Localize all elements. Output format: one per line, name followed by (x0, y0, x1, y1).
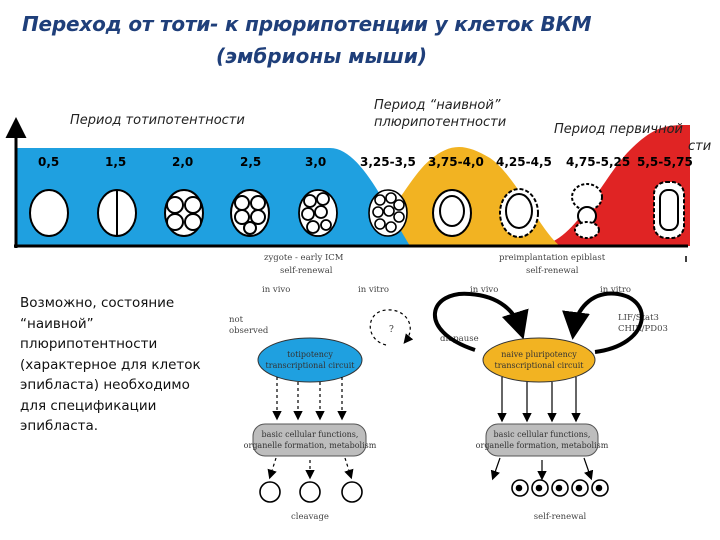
band-primed (535, 125, 690, 246)
left-in-vivo-label: in vivo (262, 285, 290, 295)
stage-label: 2,0 (172, 155, 193, 169)
embryo-zygote (29, 189, 69, 237)
self-renewal-cells (511, 479, 609, 497)
right-in-vitro-label: in vitro (600, 285, 631, 295)
self-renewal-right: self-renewal (526, 266, 579, 276)
basic-functions-box-left (252, 423, 367, 457)
cleavage-cells (259, 481, 363, 503)
embryo-egg-cylinder (653, 181, 685, 239)
not-observed-label-1: not (229, 315, 244, 325)
naive-pluripotency-circuit (482, 337, 596, 383)
period-primed-label-2: сти (688, 139, 712, 154)
basic-functions-box-right (485, 423, 599, 457)
embryo-implanting (571, 183, 603, 239)
basic-functions-right-2: organelle formation, metabolism (476, 441, 609, 450)
right-in-vivo-label: in vivo (470, 285, 498, 295)
self-renewal-left: self-renewal (280, 266, 333, 276)
stage-label: 5,5-5,75 (637, 155, 693, 169)
lif-stat3-label: LIF/Stat3 (618, 313, 659, 323)
period-primed-label-1: Период первичной (554, 122, 683, 137)
stage-label: 3,25-3,5 (360, 155, 416, 169)
totipotency-circuit-label-1: totipotency (287, 350, 333, 359)
left-scheme: in vivo in vitro not observed ? totipote… (229, 285, 414, 522)
explanatory-note: Возможно, состояние “наивной” плюрипотен… (20, 295, 201, 434)
totipotency-circuit (257, 337, 363, 383)
naive-circuit-label-1: naive pluripotency (501, 350, 577, 359)
slide-title-line1: Переход от тоти- к прюрипотенции у клето… (22, 12, 592, 36)
right-scheme: in vivo in vitro diapause LIF/Stat3 CHIR… (432, 285, 668, 522)
left-in-vitro-label: in vitro (358, 285, 389, 295)
basic-functions-left-2: organelle formation, metabolism (244, 441, 377, 450)
embryo-blastocyst (499, 188, 539, 238)
not-observed-label-2: observed (229, 326, 269, 336)
embryo-four-cell (164, 189, 204, 237)
stage-label: 0,5 (38, 155, 59, 169)
question-mark: ? (389, 325, 394, 335)
stage-range-right: preimplantation epiblast (499, 253, 606, 263)
period-naive-label-1: Период “наивной” (374, 98, 501, 113)
cleavage-label: cleavage (291, 512, 329, 522)
stage-label: 4,25-4,5 (496, 155, 552, 169)
embryo-eight-cell (230, 189, 270, 237)
embryo-compacted-morula (368, 189, 408, 237)
embryo-morula (298, 189, 338, 237)
embryo-early-blastocyst (432, 189, 472, 237)
stage-label: 3,0 (305, 155, 326, 169)
embryo-two-cell (97, 189, 137, 237)
slide-title-line2: (эмбрионы мыши) (216, 44, 428, 68)
totipotency-circuit-label-2: transcriptional circuit (266, 361, 356, 370)
period-naive-label-2: плюрипотентности (374, 115, 507, 130)
self-renewal-label: self-renewal (534, 512, 587, 522)
stage-label: 3,75-4,0 (428, 155, 484, 169)
stage-label: 4,75-5,25 (566, 155, 630, 169)
stage-label: 2,5 (240, 155, 261, 169)
chir-pd03-label: CHIR/PD03 (618, 324, 668, 334)
naive-circuit-label-2: transcriptional circuit (495, 361, 585, 370)
diapause-label: diapause (440, 334, 479, 344)
stage-label: 1,5 (105, 155, 126, 169)
basic-functions-right-1: basic cellular functions, (494, 430, 591, 439)
band-totipotency (16, 148, 410, 246)
stage-range-left: zygote - early ICM (264, 253, 344, 263)
period-totipotency-label: Период тотипотентности (70, 113, 245, 128)
basic-functions-left-1: basic cellular functions, (262, 430, 359, 439)
